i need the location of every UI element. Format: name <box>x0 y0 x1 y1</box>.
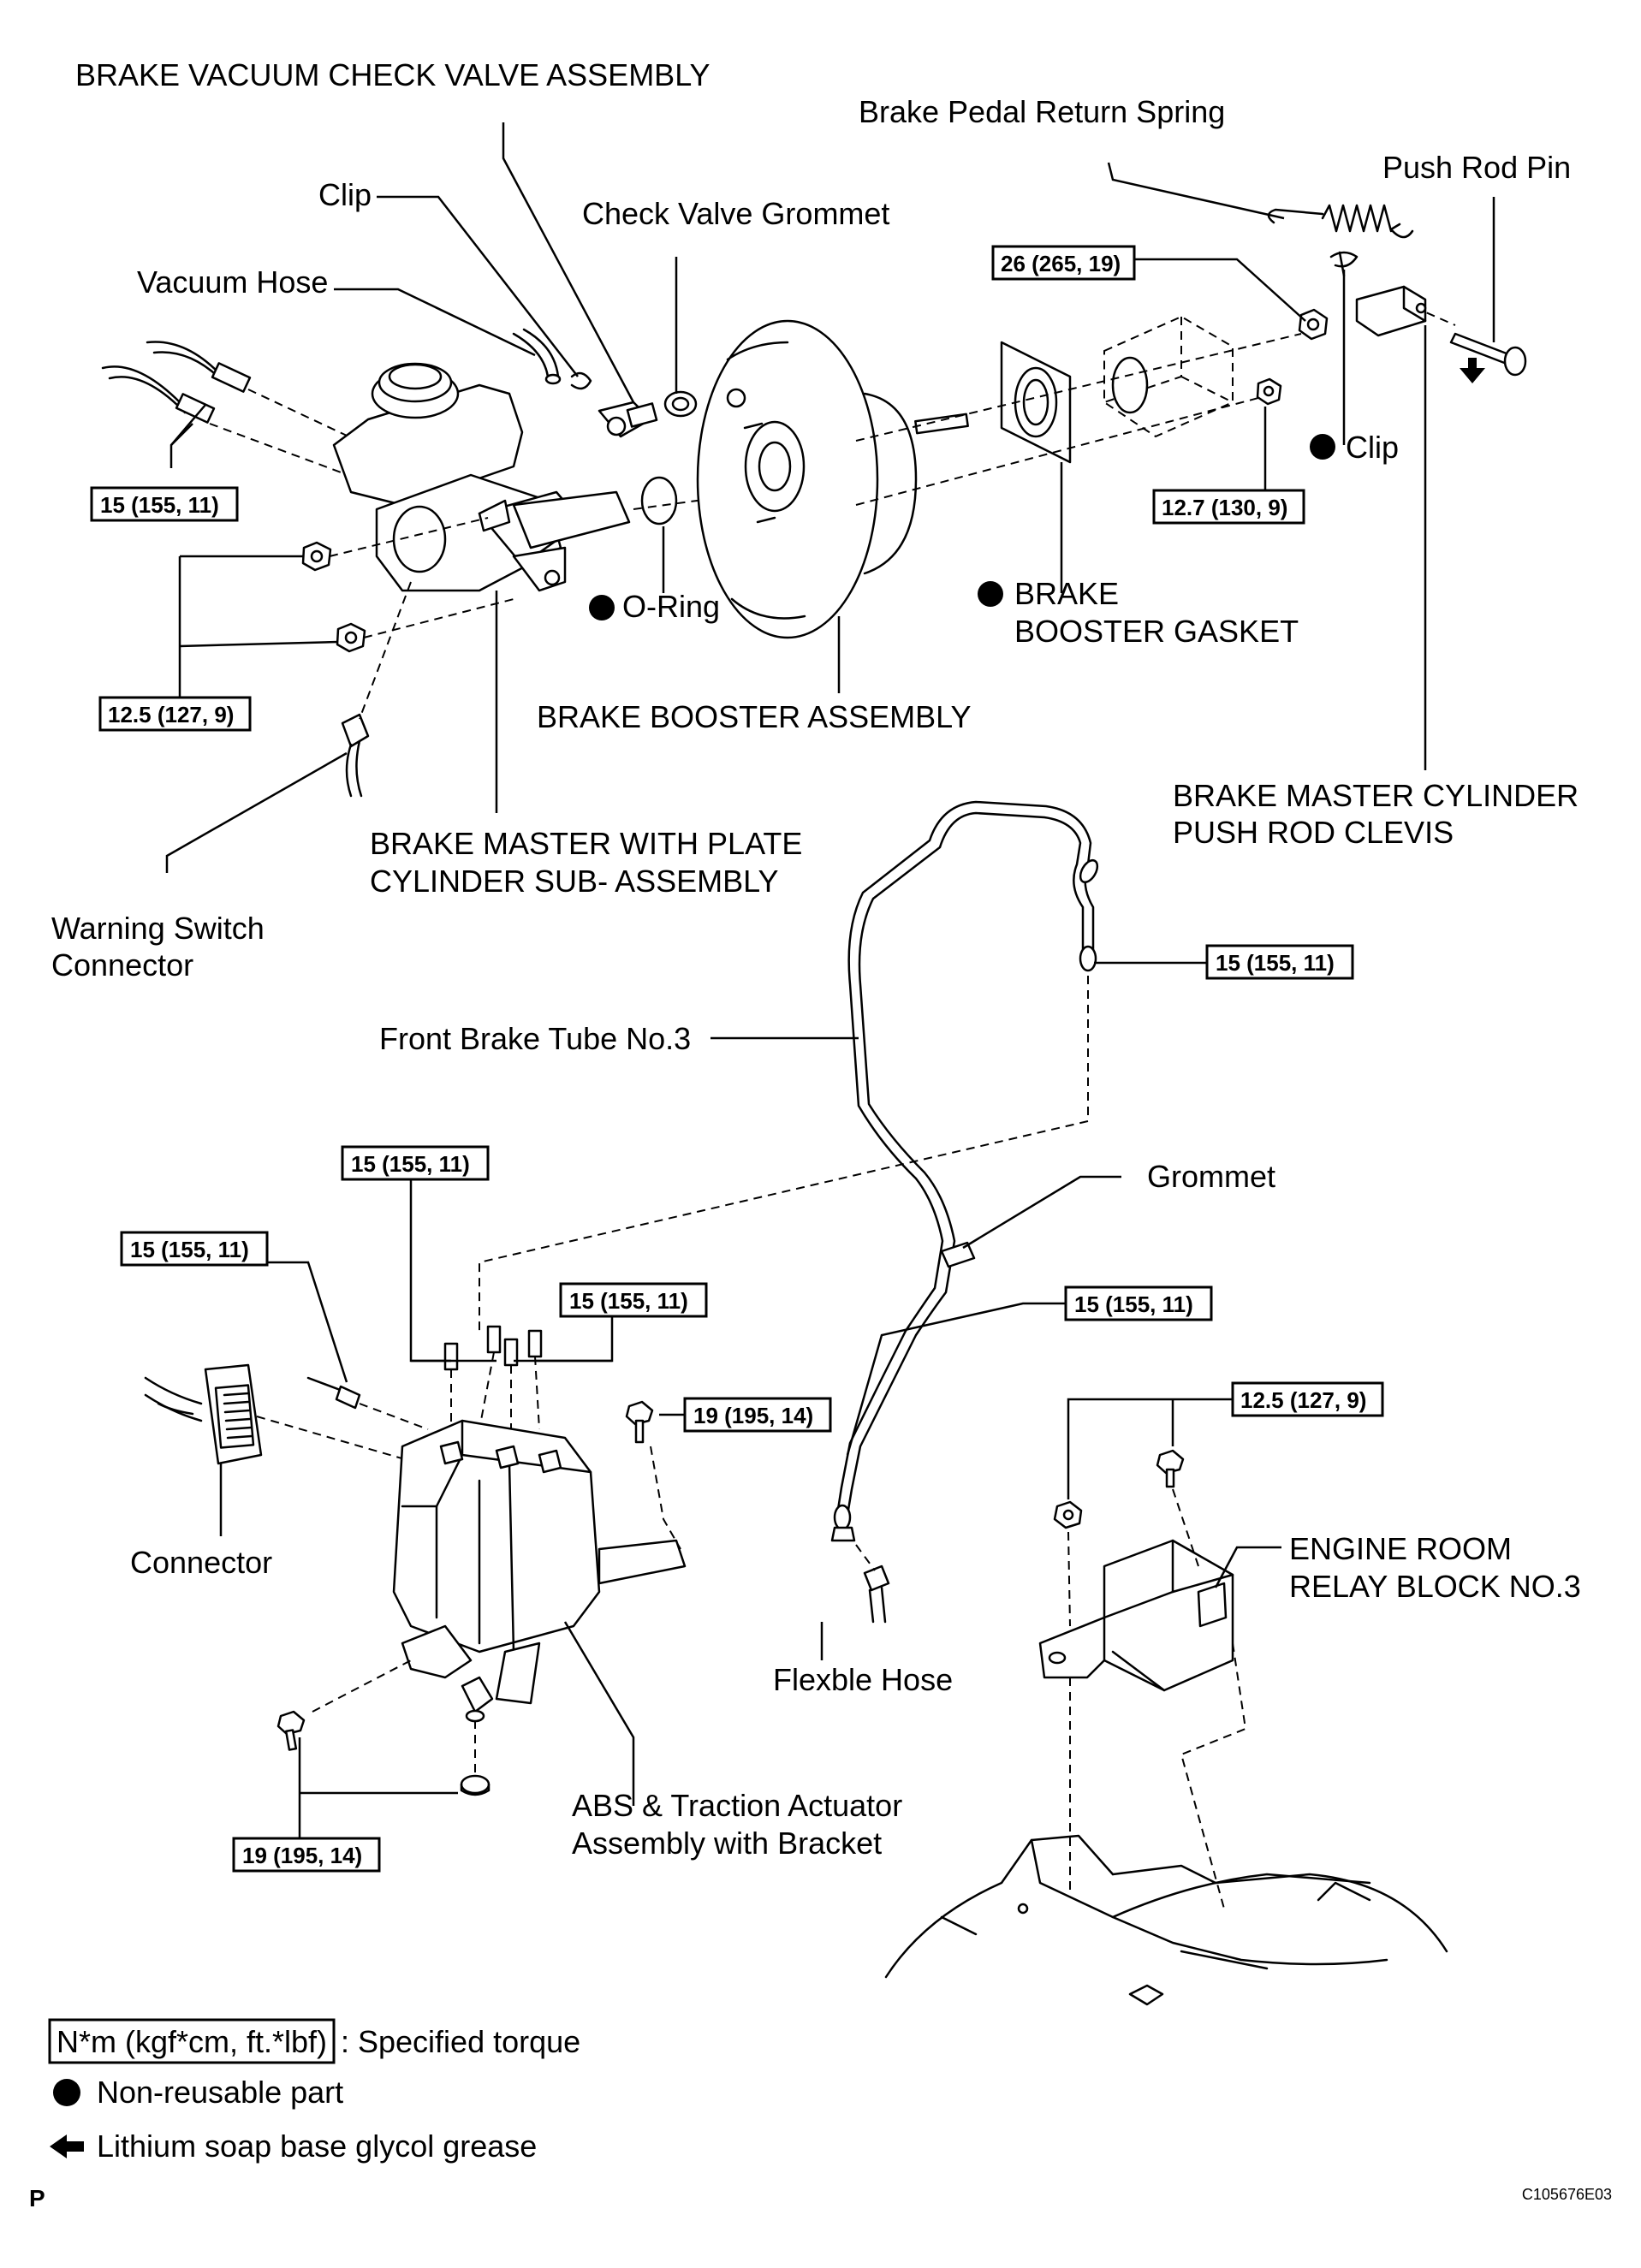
abs-bracket-bolt-top <box>625 1400 654 1444</box>
push-rod-pin-illustration <box>1449 332 1527 377</box>
non-reusable-dot-icon <box>1310 434 1335 460</box>
torque-box-abs-right: 15 (155, 11) <box>559 1282 708 1318</box>
figure-code: C105676E03 <box>1522 2186 1612 2203</box>
label-master-cylinder-line2: CYLINDER SUB- ASSEMBLY <box>370 864 778 899</box>
grease-arrow-icon <box>50 2134 84 2158</box>
label-vacuum-hose: Vacuum Hose <box>137 264 328 300</box>
label-engine-relay-line2: RELAY BLOCK NO.3 <box>1289 1569 1581 1604</box>
torque-box-booster-nut: 12.7 (130, 9) <box>1152 489 1305 525</box>
legend-torque-key: N*m (kgf*cm, ft.*lbf) <box>56 2024 327 2059</box>
torque-box-26: 26 (265, 19) <box>991 245 1136 281</box>
label-booster-gasket-line1: BRAKE <box>1014 576 1119 611</box>
legend-torque-box <box>48 2018 336 2064</box>
svg-text:15 (155, 11): 15 (155, 11) <box>1074 1291 1193 1317</box>
booster-nut-lower <box>1256 377 1282 406</box>
svg-text:15 (155, 11): 15 (155, 11) <box>569 1288 688 1314</box>
vehicle-body-illustration <box>884 1834 1448 2006</box>
vacuum-hose-illustration <box>512 328 562 385</box>
svg-text:15 (155, 11): 15 (155, 11) <box>130 1237 249 1262</box>
svg-text:15 (155, 11): 15 (155, 11) <box>100 492 219 518</box>
label-push-rod-clevis-line2: PUSH ROD CLEVIS <box>1173 815 1454 850</box>
booster-gasket-illustration <box>1000 341 1072 464</box>
torque-box-tube-upper: 15 (155, 11) <box>1205 944 1354 980</box>
brake-booster-illustration <box>696 319 969 639</box>
torque-box-abs-top: 15 (155, 11) <box>341 1145 490 1181</box>
non-reusable-dot-icon <box>53 2079 80 2106</box>
flexible-hose-illustration <box>863 1564 890 1624</box>
torque-box-master-nut: 12.5 (127, 9) <box>98 696 252 732</box>
booster-nut-upper <box>1298 308 1329 341</box>
label-clip-right: Clip <box>1346 430 1399 465</box>
relay-block-nut <box>1053 1500 1083 1529</box>
torque-box-abs-bracket-top: 19 (195, 14) <box>683 1397 832 1433</box>
svg-text:12.7 (130, 9): 12.7 (130, 9) <box>1162 495 1287 520</box>
svg-text:15 (155, 11): 15 (155, 11) <box>1216 950 1335 976</box>
non-reusable-dot-icon <box>589 595 615 620</box>
abs-bracket-nut <box>460 1774 491 1796</box>
label-warning-switch-line2: Connector <box>51 947 193 983</box>
svg-text:19 (195, 14): 19 (195, 14) <box>242 1843 362 1868</box>
page-letter: P <box>29 2185 45 2212</box>
warning-switch-connector-illustration <box>341 713 370 798</box>
svg-text:12.5 (127, 9): 12.5 (127, 9) <box>1240 1387 1366 1413</box>
label-engine-relay-line1: ENGINE ROOM <box>1289 1531 1512 1566</box>
abs-actuator-illustration <box>392 1419 687 1723</box>
return-spring-illustration <box>1267 204 1414 239</box>
label-abs-actuator-line2: Assembly with Bracket <box>572 1826 882 1861</box>
label-grommet: Grommet <box>1147 1159 1275 1194</box>
svg-text:12.5 (127, 9): 12.5 (127, 9) <box>108 702 234 727</box>
mounting-outline <box>1103 315 1234 438</box>
torque-box-abs-left: 15 (155, 11) <box>120 1231 269 1267</box>
legend-torque-desc: : Specified torque <box>341 2024 580 2059</box>
label-connector: Connector <box>130 1545 272 1580</box>
front-brake-tube-illustration <box>830 800 1099 1542</box>
legend: N*m (kgf*cm, ft.*lbf) : Specified torque… <box>48 2018 580 2164</box>
torque-box-flex-hose: 15 (155, 11) <box>1064 1285 1213 1321</box>
abs-harness-connector-illustration <box>144 1363 263 1465</box>
label-check-valve-assembly: BRAKE VACUUM CHECK VALVE ASSEMBLY <box>75 57 711 92</box>
label-warning-switch-line1: Warning Switch <box>51 911 265 946</box>
svg-text:15 (155, 11): 15 (155, 11) <box>351 1151 470 1177</box>
label-master-cylinder-line1: BRAKE MASTER WITH PLATE <box>370 826 802 861</box>
check-valve-grommet-illustration <box>663 390 698 418</box>
label-abs-actuator-line1: ABS & Traction Actuator <box>572 1788 902 1823</box>
label-o-ring: O-Ring <box>622 589 720 624</box>
label-clip-top: Clip <box>318 177 372 212</box>
label-pedal-return-spring: Brake Pedal Return Spring <box>859 94 1225 129</box>
master-nut-lower <box>336 622 366 653</box>
check-valve-illustration <box>598 401 658 438</box>
label-flexible-hose: Flexble Hose <box>773 1662 953 1697</box>
label-check-valve-grommet: Check Valve Grommet <box>582 196 889 231</box>
abs-tube-fittings <box>306 1325 543 1410</box>
torque-box-master-lines: 15 (155, 11) <box>90 486 239 522</box>
svg-text:19 (195, 14): 19 (195, 14) <box>693 1403 813 1428</box>
grease-arrow-icon <box>1460 358 1485 383</box>
label-booster-gasket-line2: BOOSTER GASKET <box>1014 614 1299 649</box>
svg-text:26 (265, 19): 26 (265, 19) <box>1001 251 1121 276</box>
push-rod-clevis-illustration <box>1355 285 1427 337</box>
brake-line-pipes <box>101 341 252 424</box>
master-cylinder-illustration <box>332 362 631 592</box>
torque-box-relay: 12.5 (127, 9) <box>1231 1381 1384 1417</box>
hose-clip-illustration <box>570 371 592 390</box>
o-ring-illustration <box>640 476 678 525</box>
label-booster-assembly: BRAKE BOOSTER ASSEMBLY <box>537 699 972 734</box>
legend-non-reusable: Non-reusable part <box>97 2075 343 2110</box>
non-reusable-dot-icon <box>978 581 1003 607</box>
legend-grease: Lithium soap base glycol grease <box>97 2128 537 2164</box>
torque-box-abs-bracket-bottom: 19 (195, 14) <box>232 1837 381 1873</box>
label-push-rod-pin: Push Rod Pin <box>1382 150 1571 185</box>
label-push-rod-clevis-line1: BRAKE MASTER CYLINDER <box>1173 778 1579 813</box>
relay-block-bolt <box>1156 1449 1185 1488</box>
master-nut-upper <box>301 541 332 572</box>
label-front-brake-tube: Front Brake Tube No.3 <box>379 1021 691 1056</box>
abs-bracket-bolt-bottom <box>276 1710 306 1751</box>
